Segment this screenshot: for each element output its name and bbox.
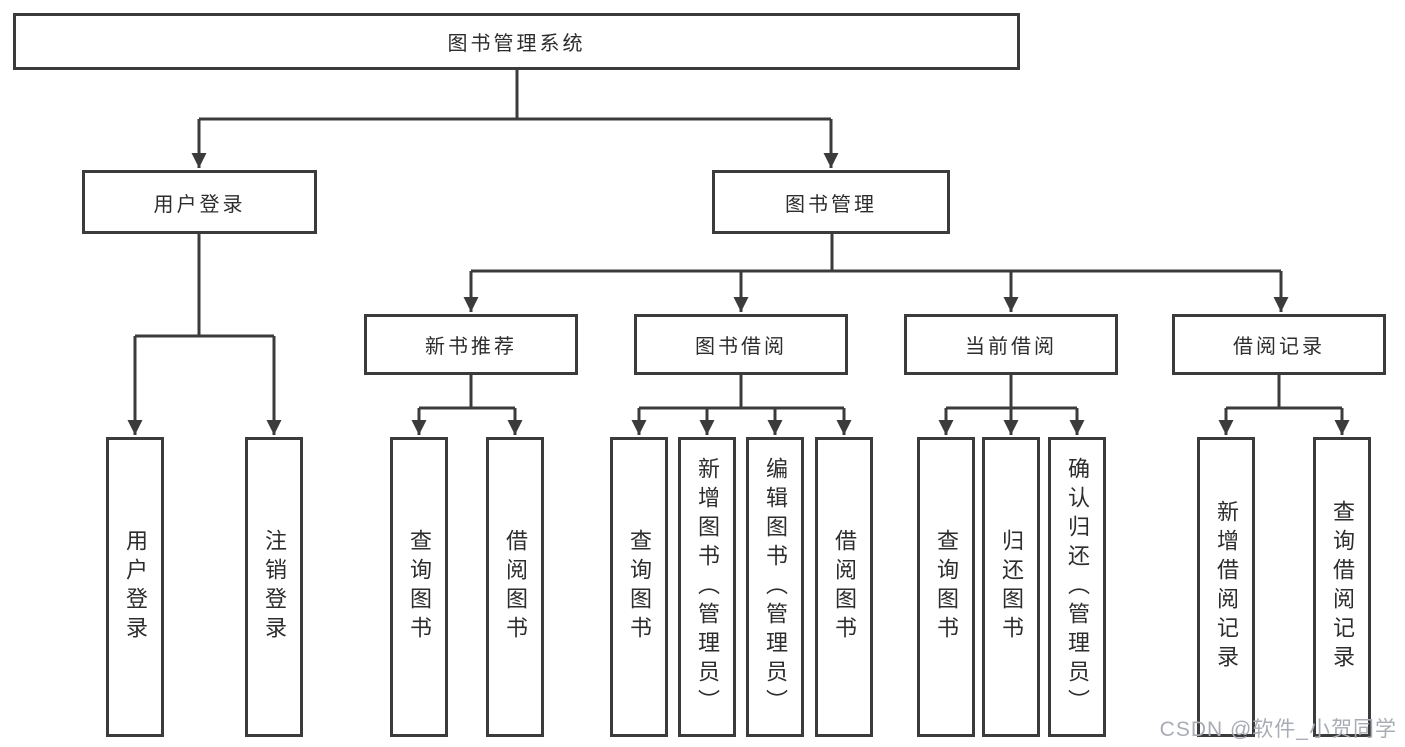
leaf-current-confirm-return-admin: 确认归还（管理员） xyxy=(1048,437,1106,737)
leaf-user-login-label: 用户登录 xyxy=(123,529,148,645)
node-book-management: 图书管理 xyxy=(712,170,950,234)
leaf-borrow-edit-books-admin-label: 编辑图书（管理员） xyxy=(763,456,788,718)
leaf-borrow-add-books-admin: 新增图书（管理员） xyxy=(678,437,736,737)
node-root-label: 图书管理系统 xyxy=(447,33,586,55)
leaf-recommend-query-books: 查询图书 xyxy=(390,437,448,737)
leaf-borrow-add-books-admin-label: 新增图书（管理员） xyxy=(695,456,720,718)
leaf-borrow-query-books-label: 查询图书 xyxy=(627,529,652,645)
node-new-book-recommend: 新书推荐 xyxy=(364,314,578,375)
leaf-current-query-books: 查询图书 xyxy=(917,437,975,737)
leaf-borrow-borrow-books: 借阅图书 xyxy=(815,437,873,737)
node-borrow-records-label: 借阅记录 xyxy=(1233,336,1325,358)
leaf-records-query-borrow-record: 查询借阅记录 xyxy=(1313,437,1371,737)
leaf-borrow-borrow-books-label: 借阅图书 xyxy=(832,529,857,645)
leaf-logout: 注销登录 xyxy=(245,437,303,737)
leaf-recommend-borrow-books-label: 借阅图书 xyxy=(503,529,528,645)
node-root-system: 图书管理系统 xyxy=(13,13,1020,70)
csdn-watermark: CSDN @软件_小贺同学 xyxy=(1159,718,1397,741)
leaf-recommend-query-books-label: 查询图书 xyxy=(407,529,432,645)
node-book-borrow-label: 图书借阅 xyxy=(695,336,787,358)
node-user-login: 用户登录 xyxy=(82,170,317,234)
leaf-records-add-borrow-record-label: 新增借阅记录 xyxy=(1214,500,1239,674)
node-book-borrow: 图书借阅 xyxy=(634,314,848,375)
leaf-borrow-edit-books-admin: 编辑图书（管理员） xyxy=(746,437,804,737)
leaf-current-confirm-return-admin-label: 确认归还（管理员） xyxy=(1065,456,1090,718)
node-book-management-label: 图书管理 xyxy=(785,193,877,216)
node-current-borrow-label: 当前借阅 xyxy=(965,336,1057,358)
leaf-user-login: 用户登录 xyxy=(106,437,164,737)
leaf-current-return-books-label: 归还图书 xyxy=(999,529,1024,645)
node-user-login-label: 用户登录 xyxy=(153,193,246,216)
leaf-logout-label: 注销登录 xyxy=(262,529,287,645)
leaf-current-return-books: 归还图书 xyxy=(982,437,1040,737)
leaf-current-query-books-label: 查询图书 xyxy=(934,529,959,645)
node-borrow-records: 借阅记录 xyxy=(1172,314,1386,375)
node-current-borrow: 当前借阅 xyxy=(904,314,1118,375)
node-new-book-recommend-label: 新书推荐 xyxy=(425,336,517,358)
leaf-records-query-borrow-record-label: 查询借阅记录 xyxy=(1330,500,1355,674)
leaf-records-add-borrow-record: 新增借阅记录 xyxy=(1197,437,1255,737)
leaf-recommend-borrow-books: 借阅图书 xyxy=(486,437,544,737)
leaf-borrow-query-books: 查询图书 xyxy=(610,437,668,737)
